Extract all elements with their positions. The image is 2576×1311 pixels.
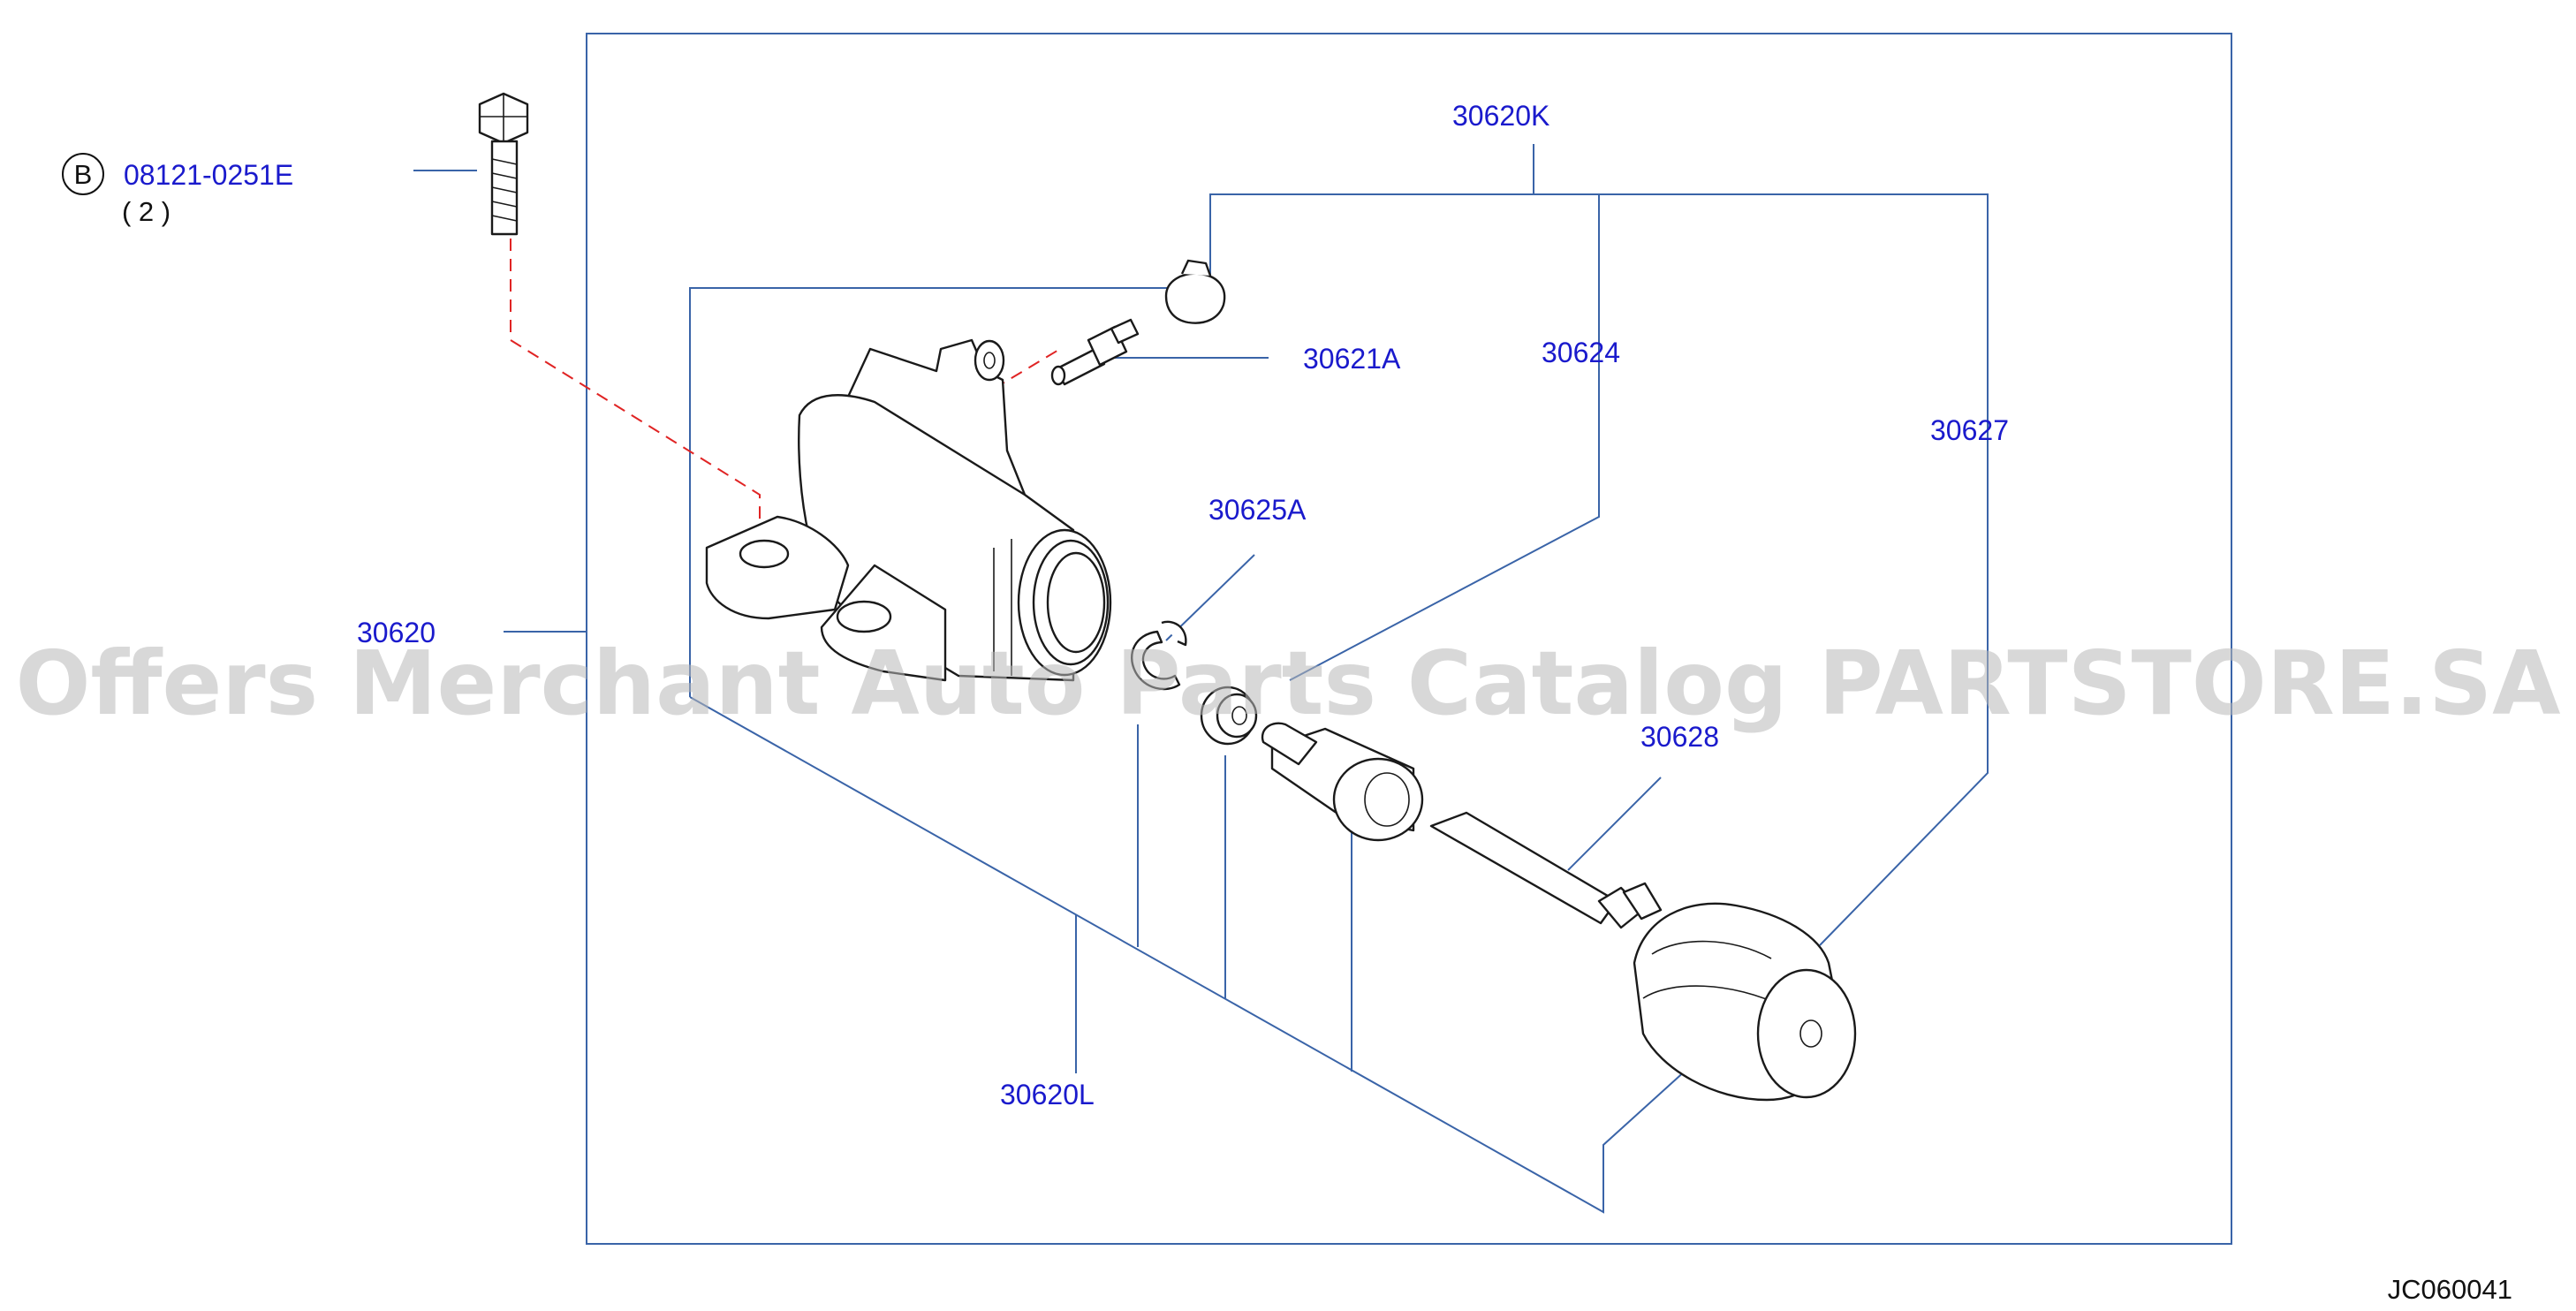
kit-frame-bottom — [689, 696, 1688, 1214]
label-push-rod: 30628 — [1640, 721, 1719, 753]
bolt-marker: B — [74, 159, 93, 190]
label-boot: 30627 — [1930, 414, 2009, 446]
bleeder-screw-icon — [1050, 318, 1140, 386]
bleeder-cap-icon — [1164, 259, 1226, 324]
label-piston-cup: 30624 — [1542, 337, 1620, 368]
spring-seat-icon — [1200, 686, 1258, 746]
label-ring: 30625A — [1208, 494, 1307, 526]
bolt-quantity: ( 2 ) — [122, 196, 170, 227]
kit-frame — [689, 287, 1210, 697]
dust-boot-icon — [1633, 902, 1857, 1102]
label-bleeder: 30621A — [1303, 343, 1401, 375]
bolt-icon — [478, 92, 529, 236]
snap-ring-icon — [1131, 620, 1187, 691]
figure-code: JC060041 — [2388, 1274, 2512, 1305]
bolt-marker-circle — [62, 153, 104, 195]
watermark: Offers Merchant Auto Parts Catalog PARTS… — [15, 632, 2560, 735]
assembly-frame — [586, 33, 2232, 1245]
push-rod-icon — [1429, 811, 1663, 929]
bolt-hidden-line — [510, 239, 761, 543]
label-repair-kit: 30620L — [1000, 1079, 1095, 1110]
label-assembly: 30620 — [357, 617, 436, 648]
leader-lines — [413, 144, 1989, 1073]
bleeder-hidden-line — [993, 348, 1061, 390]
clutch-slave-cylinder-icon — [705, 338, 1112, 682]
label-kit: 30620K — [1452, 100, 1549, 132]
piston-icon — [1261, 722, 1424, 842]
label-bolt: 08121-0251E — [124, 159, 293, 191]
